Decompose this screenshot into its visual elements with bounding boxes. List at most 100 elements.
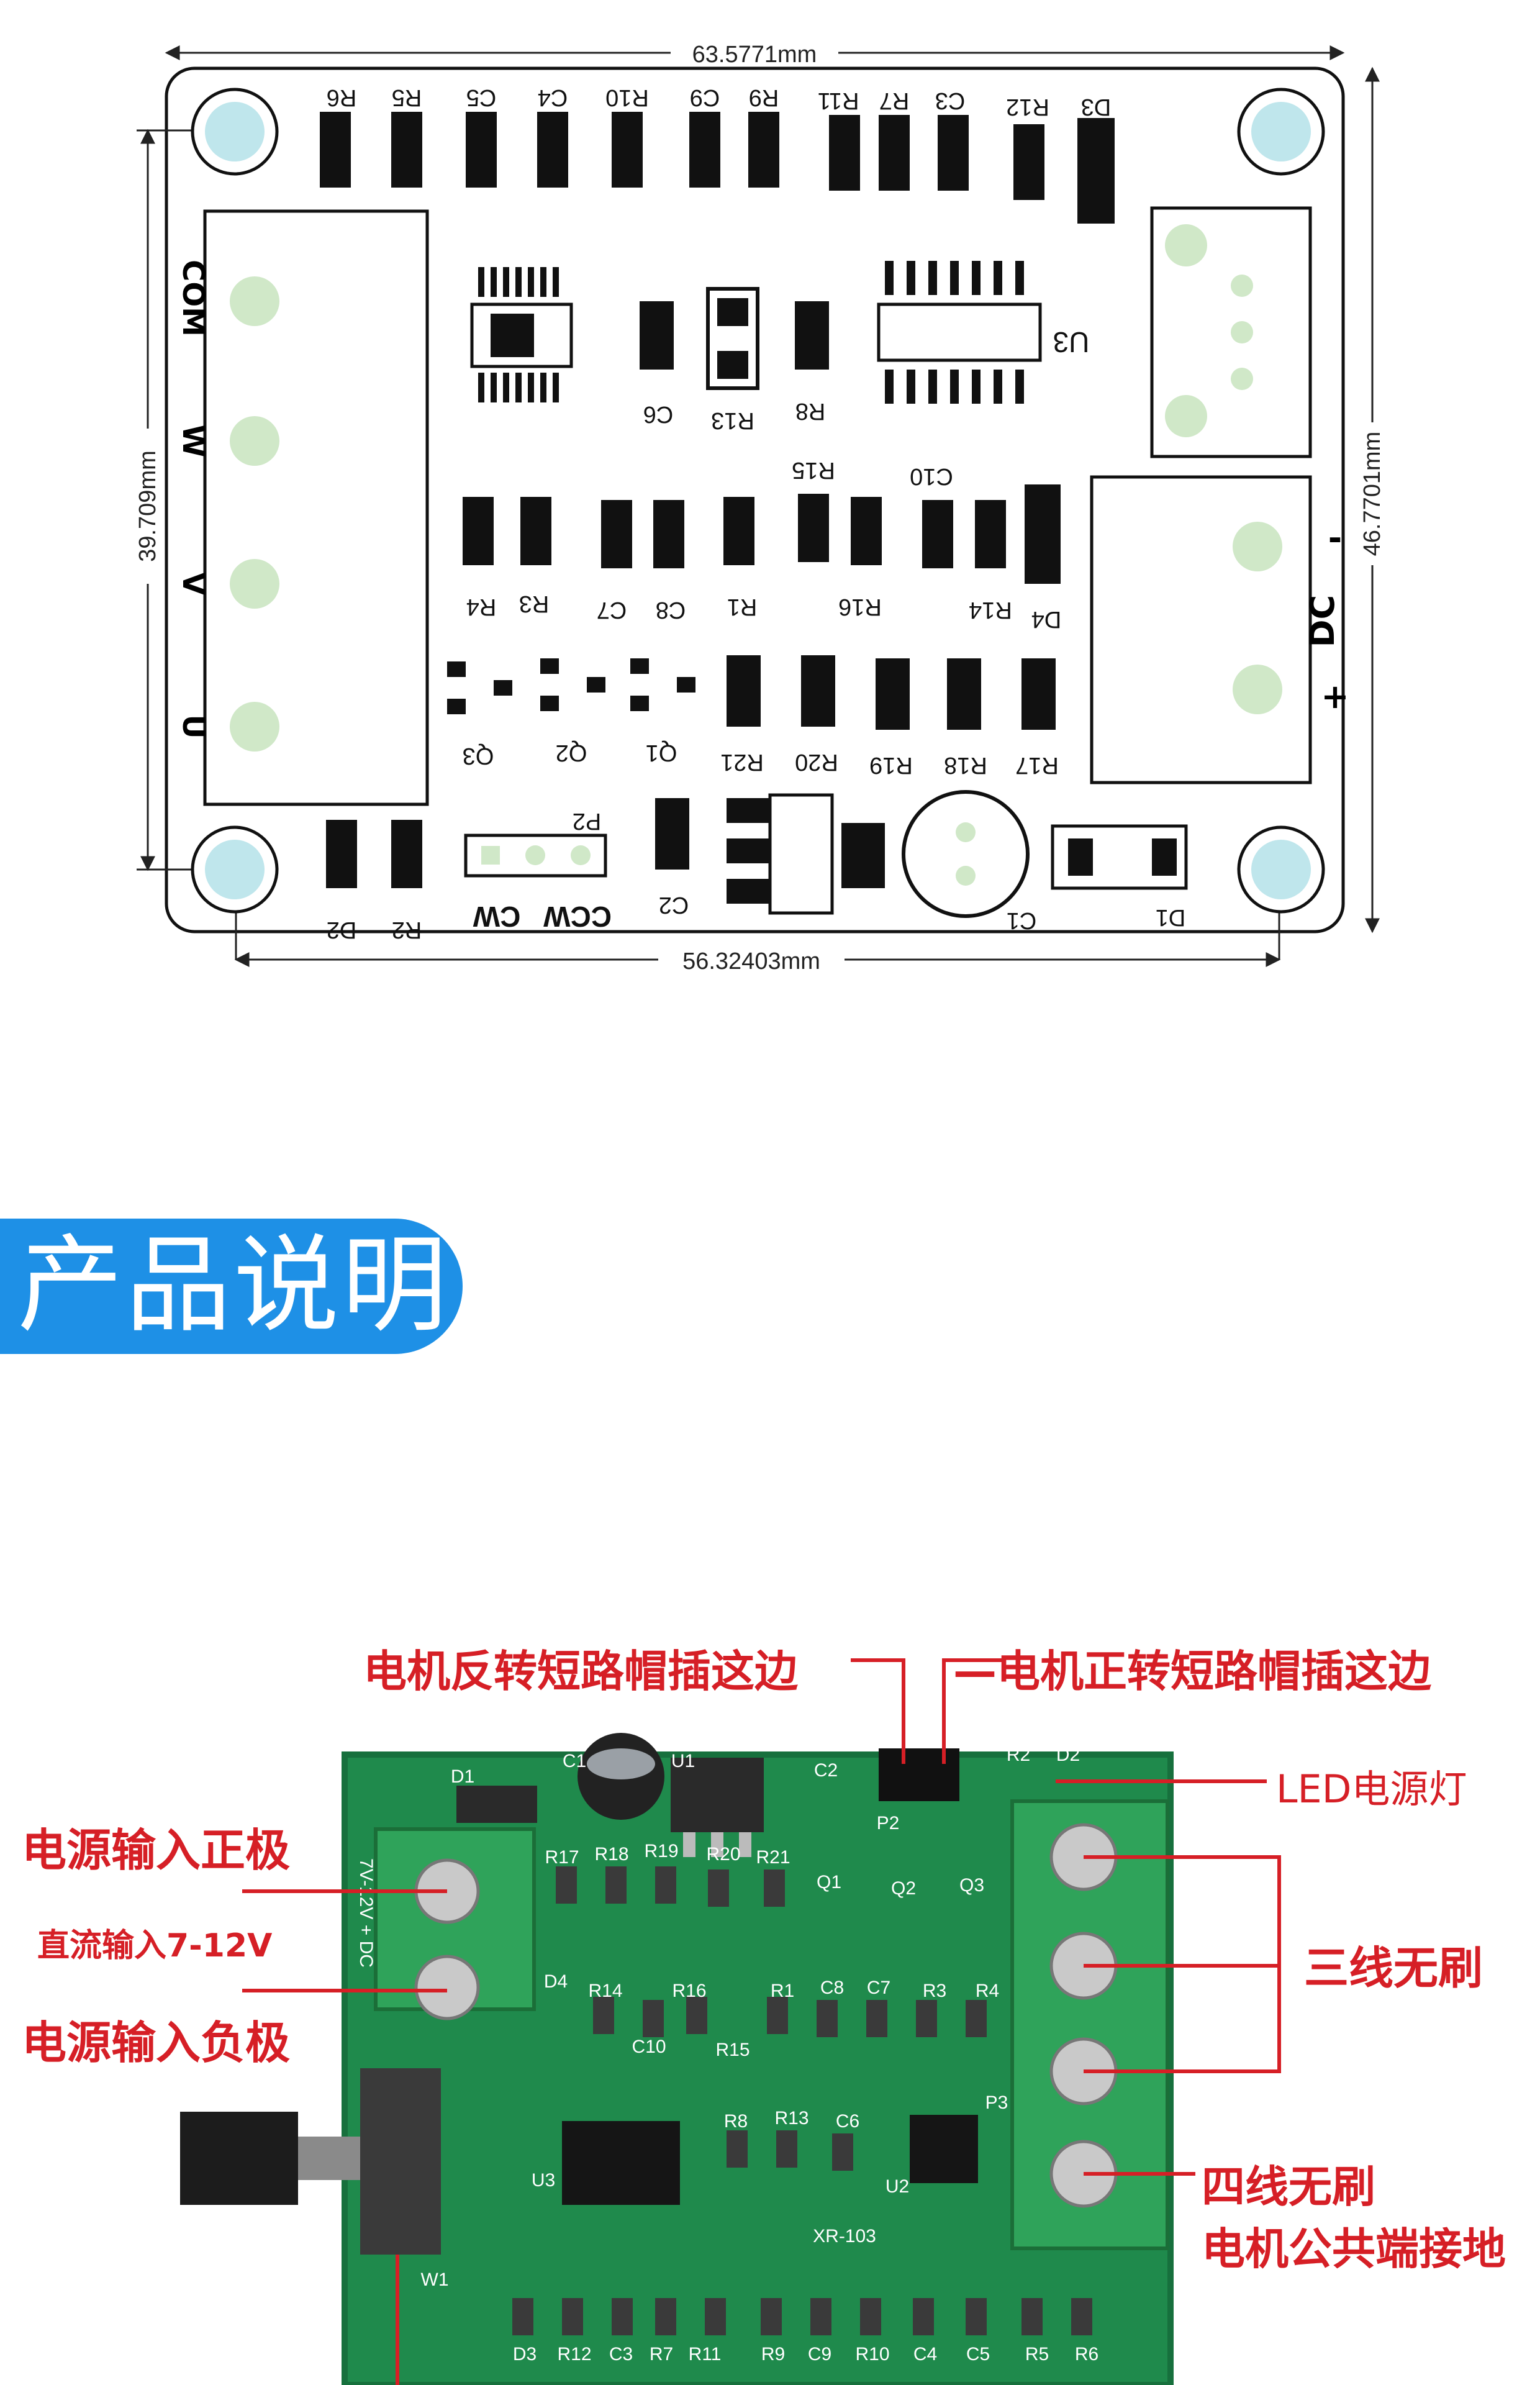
svg-text:R7: R7 xyxy=(650,2344,673,2365)
dc-connector xyxy=(1090,475,1312,784)
svg-text:R6: R6 xyxy=(1075,2344,1098,2365)
svg-text:W: W xyxy=(1179,2084,1199,2102)
svg-text:R18: R18 xyxy=(944,752,987,778)
svg-text:C6: C6 xyxy=(836,2111,859,2132)
svg-text:C4: C4 xyxy=(913,2344,937,2365)
svg-text:R5: R5 xyxy=(1025,2344,1049,2365)
pcb-body xyxy=(345,1755,1171,2385)
dim-bottom-width: 56.32403mm xyxy=(682,948,820,974)
svg-text:C2: C2 xyxy=(659,892,689,918)
svg-text:R3: R3 xyxy=(519,591,550,617)
capacitor-c1 xyxy=(578,1733,664,1820)
svg-text:C5: C5 xyxy=(966,2344,990,2365)
callout-dc-input: 直流输入7-12V xyxy=(37,1927,273,1965)
svg-text:R20: R20 xyxy=(706,1844,740,1865)
svg-text:XR-103: XR-103 xyxy=(813,2226,876,2246)
svg-text:R9: R9 xyxy=(749,84,779,111)
board-outline xyxy=(165,66,1345,934)
svg-text:U3: U3 xyxy=(1053,326,1090,358)
svg-text:R11: R11 xyxy=(689,2344,722,2365)
svg-text:R15: R15 xyxy=(792,457,835,483)
svg-text:R10: R10 xyxy=(855,2344,889,2365)
svg-text:R2: R2 xyxy=(1007,1745,1030,1765)
svg-text:R3: R3 xyxy=(923,1981,946,2001)
svg-text:R19: R19 xyxy=(644,1841,678,1861)
svg-text:R13: R13 xyxy=(774,2108,808,2128)
svg-text:R18: R18 xyxy=(594,1844,628,1865)
svg-text:R4: R4 xyxy=(466,594,497,620)
svg-text:U: U xyxy=(1179,1875,1199,1889)
svg-text:C8: C8 xyxy=(820,1978,844,1998)
potentiometer-w1 xyxy=(180,2068,441,2255)
callout-three-wire: 三线无刷 xyxy=(1304,1942,1483,1994)
svg-text:P2: P2 xyxy=(573,808,601,834)
power-terminal-block xyxy=(374,1827,536,2020)
svg-text:Q3: Q3 xyxy=(959,1875,984,1896)
svg-text:Q3: Q3 xyxy=(463,743,494,769)
svg-text:CCW: CCW xyxy=(543,901,611,933)
svg-text:C3: C3 xyxy=(609,2344,633,2365)
svg-text:U1: U1 xyxy=(671,1751,695,1771)
svg-text:D3: D3 xyxy=(513,2344,537,2365)
middle-row-pads xyxy=(463,484,1061,584)
svg-text:C6: C6 xyxy=(643,401,674,427)
svg-text:V: V xyxy=(1179,1981,1199,1994)
svg-text:Q1: Q1 xyxy=(646,740,677,766)
svg-text:R16: R16 xyxy=(672,1981,706,2001)
regulator-u1 xyxy=(671,1758,764,1832)
label-dc: DC xyxy=(1303,595,1342,647)
motor-terminal-block xyxy=(1010,1799,1169,2250)
ic-u3 xyxy=(562,2121,680,2205)
p3-connector xyxy=(1150,206,1312,458)
ic-area-labels: C6 R13 R8 U3 C10 R15 xyxy=(643,326,1090,489)
top-row-labels: R6 R5 C5 C4 R10 C9 R9 R11 R7 C3 R12 D3 xyxy=(327,84,1112,120)
svg-text:C8: C8 xyxy=(656,597,686,623)
middle-row-labels: R4 R3 C7 C8 R1 R16 R14 D4 xyxy=(466,591,1062,632)
pcb-outline-drawing: 63.5771mm 56.32403mm 39.709mm 46.7701mm … xyxy=(135,42,1385,974)
mounting-holes xyxy=(191,88,1325,914)
svg-text:C10: C10 xyxy=(632,2037,666,2057)
section-title: 产品说明 xyxy=(17,1224,450,1347)
svg-text:R6: R6 xyxy=(327,84,357,111)
callout-power-negative: 电源输入负极 xyxy=(22,2017,291,2069)
svg-text:P2: P2 xyxy=(877,1813,900,1833)
dim-top-width: 63.5771mm xyxy=(692,42,817,68)
motor-connector xyxy=(203,209,429,806)
svg-text:C2: C2 xyxy=(814,1760,838,1781)
svg-text:C7: C7 xyxy=(597,597,627,623)
svg-text:D3: D3 xyxy=(1081,94,1112,120)
label-v: V xyxy=(176,572,211,595)
label-u: U xyxy=(176,715,211,739)
svg-text:C9: C9 xyxy=(808,2344,831,2365)
svg-text:D2: D2 xyxy=(1056,1745,1080,1765)
svg-text:R5: R5 xyxy=(392,84,422,111)
svg-text:C3: C3 xyxy=(935,88,966,114)
label-w: W xyxy=(176,425,211,458)
svg-text:R13: R13 xyxy=(711,407,754,434)
diode-d1 xyxy=(456,1786,537,1823)
svg-text:R16: R16 xyxy=(838,594,882,620)
svg-text:C1: C1 xyxy=(563,1751,586,1771)
svg-text:R14: R14 xyxy=(969,597,1012,623)
label-dc-plus: + xyxy=(1321,677,1349,716)
callout-common-ground: 电机公共端接地 xyxy=(1202,2224,1506,2274)
svg-text:R17: R17 xyxy=(1015,752,1059,778)
top-row-pads xyxy=(320,112,1115,224)
transistor-footprints xyxy=(447,658,695,714)
svg-text:R2: R2 xyxy=(392,917,422,943)
callout-power-positive: 电源输入正极 xyxy=(22,1824,291,1876)
svg-text:R1: R1 xyxy=(727,594,758,620)
svg-text:C10: C10 xyxy=(910,463,953,489)
svg-text:C9: C9 xyxy=(690,84,720,111)
svg-text:D4: D4 xyxy=(544,1971,568,1992)
svg-text:R17: R17 xyxy=(545,1847,579,1868)
callout-reverse-jumper: 电机反转短路帽插这边 xyxy=(363,1646,798,1697)
svg-text:R1: R1 xyxy=(771,1981,794,2001)
svg-text:C5: C5 xyxy=(466,84,497,111)
svg-text:C4: C4 xyxy=(538,84,568,111)
svg-text:R15: R15 xyxy=(715,2040,750,2060)
smd-components xyxy=(512,1866,1092,2335)
svg-text:R21: R21 xyxy=(720,749,764,775)
callout-led-power: LED电源灯 xyxy=(1276,1766,1467,1812)
lower-row-labels: R21 R20 R19 R18 R17 xyxy=(720,749,1059,778)
